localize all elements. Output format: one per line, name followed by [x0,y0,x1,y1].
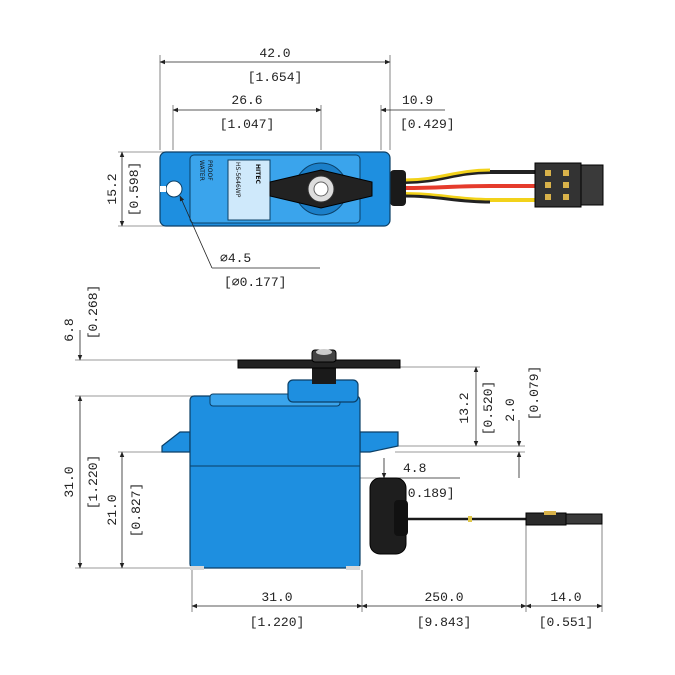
dim-hole-diameter-in: [∅0.177] [224,275,286,290]
dim-ear-length: 10.9 [402,93,433,108]
dim-shaft-offset: 26.6 [231,93,262,108]
label-model: HS-5646WP [234,162,241,198]
dim-lower-height-in: [0.827] [129,483,144,538]
dim-horn-height-in: [0.268] [86,285,101,340]
dim-connector-length-in: [0.551] [539,615,594,630]
dim-ear-length-in: [0.429] [400,117,455,132]
dim-total-height: 31.0 [62,466,77,497]
side-view: 6.8 [0.268] 31.0 [1.220] 21.0 [0.827] 13… [62,285,603,630]
dim-top-to-ear-in: [0.520] [481,381,496,436]
dim-total-height-in: [1.220] [86,455,101,510]
dim-top-to-ear: 13.2 [457,392,472,423]
top-view: 42.0 [1.654] 26.6 [1.047] 10.9 [0.429] 1… [105,46,604,290]
dim-width: 15.2 [105,173,120,204]
top-connector [534,162,604,208]
dim-ear-thickness: 2.0 [503,398,518,421]
leader-line [179,195,213,269]
top-wires [404,168,535,204]
dim-body-length: 31.0 [261,590,292,605]
label-brand: HITEC [254,164,261,184]
dim-ear-thickness-in: [0.079] [527,366,542,421]
dim-lower-height: 21.0 [105,494,120,525]
dim-overall-length-in: [1.654] [248,70,303,85]
dim-hole-diameter: ∅4.5 [220,251,251,266]
dim-cable-offset: 4.8 [403,461,426,476]
dim-width-in: [0.598] [127,162,142,217]
top-servo-body: WATER PROOF HS-5646WP HITEC [159,151,391,227]
dim-horn-height: 6.8 [62,318,77,341]
dim-body-length-in: [1.220] [250,615,305,630]
mount-hole [165,180,183,198]
dim-cable-offset-in: [0.189] [400,486,455,501]
side-servo-body [161,349,408,570]
cable-marker [468,516,472,522]
dim-cable-length-in: [9.843] [417,615,472,630]
dim-connector-length: 14.0 [550,590,581,605]
dim-overall-length: 42.0 [259,46,290,61]
dim-shaft-offset-in: [1.047] [220,117,275,132]
dim-cable-length: 250.0 [424,590,463,605]
label-proof: PROOF [206,160,213,181]
top-cable-grommet [390,170,406,206]
side-connector [525,511,603,526]
label-water: WATER [198,160,205,181]
